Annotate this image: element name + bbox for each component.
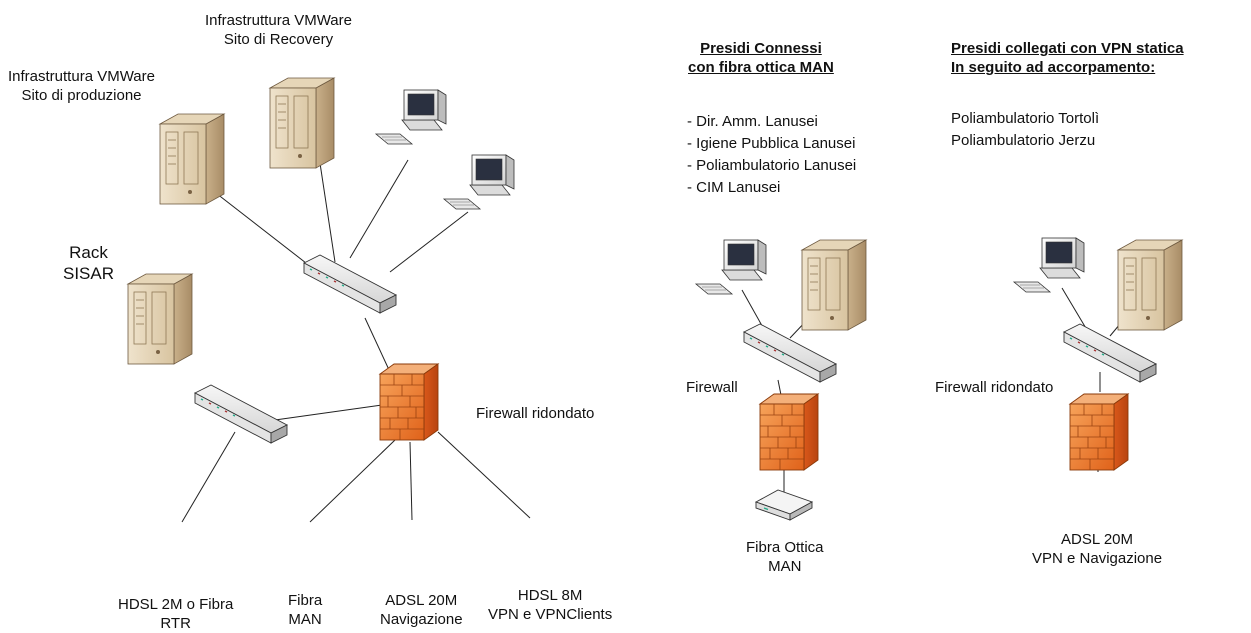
man-switch-icon: [743, 323, 837, 383]
wan-link-hdsl-8m-line-1: HDSL 8M: [517, 587, 583, 604]
wan-link-fibra-man-line-1: Fibra: [288, 592, 323, 609]
man-sites-title-line-1: Presidi Connessi: [700, 40, 822, 57]
wan-link-fibra-man-label: Fibra MAN: [288, 591, 322, 629]
vpn-server-icon: [1117, 239, 1183, 331]
vpn-sites-list: Poliambulatorio Tortolì Poliambulatorio …: [951, 108, 1099, 152]
vpn-site-item: Poliambulatorio Tortolì: [951, 110, 1100, 127]
vmware-production-label-line-2: Sito di produzione: [21, 87, 142, 104]
workstation-2-icon: [443, 154, 515, 210]
vmware-recovery-label-line-1: Infrastruttura VMWare: [205, 12, 352, 29]
vmware-production-label: Infrastruttura VMWare Sito di produzione: [8, 67, 155, 105]
fiber-box-icon: [755, 489, 813, 521]
vpn-firewall-icon: [1069, 393, 1129, 471]
vpn-switch-icon: [1063, 323, 1157, 383]
man-site-item: - Dir. Amm. Lanusei: [687, 113, 818, 130]
vmware-recovery-label-line-2: Sito di Recovery: [223, 31, 334, 48]
wan-link-adsl-20m-line-2: Navigazione: [380, 611, 463, 628]
rack-sisar-label-line-1: Rack: [69, 243, 108, 262]
vmware-production-label-line-1: Infrastruttura VMWare: [8, 68, 155, 85]
man-fibra-ottica-label: Fibra Ottica MAN: [746, 538, 824, 576]
access-switch-icon: [194, 384, 288, 444]
man-server-icon: [801, 239, 867, 331]
firewall-icon: [379, 363, 439, 441]
man-fibra-ottica-line-2: MAN: [768, 558, 802, 575]
man-firewall-label: Firewall: [686, 379, 738, 396]
vpn-site-item: Poliambulatorio Jerzu: [951, 132, 1096, 149]
wan-link-adsl-20m-label: ADSL 20M Navigazione: [380, 591, 463, 629]
vmware-recovery-label: Infrastruttura VMWare Sito di Recovery: [205, 11, 352, 49]
man-firewall-icon: [759, 393, 819, 471]
vpn-firewall-label: Firewall ridondato: [935, 379, 1054, 396]
man-fibra-ottica-line-1: Fibra Ottica: [746, 539, 824, 556]
rack-sisar-server-icon: [127, 273, 193, 365]
man-site-item: - CIM Lanusei: [687, 179, 781, 196]
wan-link-fibra-man-line-2: MAN: [288, 611, 322, 628]
wan-link-hdsl-8m-line-2: VPN e VPNClients: [488, 606, 613, 623]
vpn-workstation-icon: [1013, 237, 1085, 293]
vpn-sites-title-line-2: In seguito ad accorpamento:: [951, 59, 1156, 76]
wan-link-hdsl-8m-label: HDSL 8M VPN e VPNClients: [488, 586, 612, 624]
vpn-sites-title-line-1: Presidi collegati con VPN statica: [951, 40, 1184, 57]
man-sites-list: - Dir. Amm. Lanusei - Igiene Pubblica La…: [687, 111, 856, 199]
man-site-item: - Igiene Pubblica Lanusei: [687, 135, 856, 152]
left-network-links: [181, 149, 531, 523]
vpn-sites-title: Presidi collegati con VPN statica In seg…: [951, 39, 1184, 77]
vmware-recovery-server-icon: [269, 77, 335, 169]
wan-link-hdsl-2m-label: HDSL 2M o Fibra RTR: [118, 595, 233, 633]
wan-link-adsl-20m-line-1: ADSL 20M: [385, 592, 458, 609]
man-workstation-icon: [695, 239, 767, 295]
man-site-item: - Poliambulatorio Lanusei: [687, 157, 857, 174]
workstation-1-icon: [375, 89, 447, 145]
rack-sisar-label-line-2: SISAR: [63, 264, 115, 283]
wan-link-hdsl-2m-line-2: RTR: [160, 615, 191, 632]
firewall-ridondato-label: Firewall ridondato: [476, 405, 595, 422]
vpn-adsl-line-2: VPN e Navigazione: [1032, 550, 1163, 567]
vmware-production-server-icon: [159, 113, 225, 205]
wan-link-hdsl-2m-line-1: HDSL 2M o Fibra: [118, 596, 234, 613]
man-sites-title-line-2: con fibra ottica MAN: [688, 59, 834, 76]
core-switch-icon: [303, 254, 397, 314]
vpn-adsl-line-1: ADSL 20M: [1061, 531, 1134, 548]
man-sites-title: Presidi Connessi con fibra ottica MAN: [688, 39, 834, 77]
rack-sisar-label: Rack SISAR: [63, 242, 114, 284]
vpn-adsl-label: ADSL 20M VPN e Navigazione: [1032, 530, 1162, 568]
